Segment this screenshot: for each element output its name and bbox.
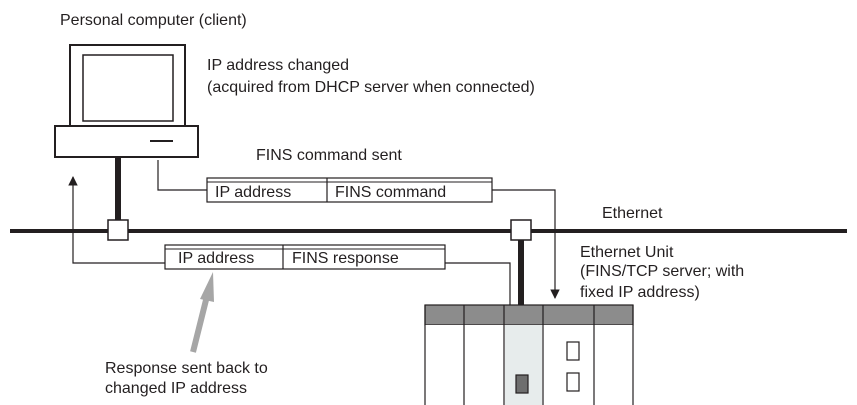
ethernet-unit-sub-label-1: (FINS/TCP server; with xyxy=(580,263,744,280)
command-frame: IP address FINS command xyxy=(206,177,493,203)
ethernet-unit-sub-label-2: fixed IP address) xyxy=(580,284,700,301)
command-path-to-unit xyxy=(492,189,560,299)
fins-command-sent-label: FINS command sent xyxy=(256,147,402,164)
pc-connector-icon xyxy=(107,219,129,241)
command-ip-field: IP address xyxy=(215,184,291,201)
personal-computer-icon xyxy=(54,44,199,158)
unit-port-icon xyxy=(515,374,529,394)
ip-changed-sub-label: (acquired from DHCP server when connecte… xyxy=(207,79,535,96)
response-fins-field: FINS response xyxy=(292,250,399,267)
response-sent-label: Response sent back to xyxy=(105,360,268,377)
plc-rack-icon xyxy=(424,304,634,405)
command-path-from-pc xyxy=(157,160,207,191)
unit-connector-icon xyxy=(510,219,532,241)
response-ip-field: IP address xyxy=(178,250,254,267)
command-fins-field: FINS command xyxy=(335,184,446,201)
ethernet-unit-label: Ethernet Unit xyxy=(580,244,674,261)
ip-changed-label: IP address changed xyxy=(207,57,349,74)
ethernet-label: Ethernet xyxy=(602,205,663,222)
response-path-to-pc xyxy=(68,176,165,264)
response-pointer-arrow xyxy=(190,272,214,353)
response-path-from-unit xyxy=(445,262,511,325)
response-frame: IP address FINS response xyxy=(164,244,446,270)
pc-title-label: Personal computer (client) xyxy=(60,12,247,29)
response-sent-sub-label: changed IP address xyxy=(105,380,247,397)
